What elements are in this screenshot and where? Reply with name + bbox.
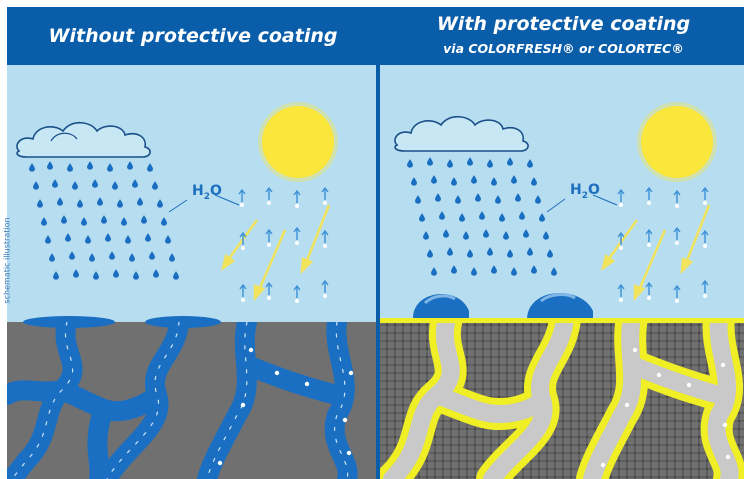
- cloud-icon: [394, 115, 529, 152]
- water-channels: [7, 322, 358, 479]
- sun-icon: [641, 106, 713, 178]
- right-title: With protective coating: [436, 13, 691, 35]
- side-note: schematic illustration: [2, 217, 12, 304]
- coated-substrate: [380, 318, 744, 479]
- header-right: With protective coating via COLORFRESH® …: [383, 7, 744, 65]
- right-panel: [380, 65, 744, 479]
- header-left: Without protective coating: [7, 7, 379, 65]
- left-panel: [7, 65, 376, 479]
- left-sky: [7, 65, 376, 322]
- right-sky: [380, 65, 744, 318]
- illustration: [7, 65, 744, 479]
- right-subtitle: via COLORFRESH® or COLORTEC®: [443, 41, 684, 56]
- vapor-arrow-icon: [617, 186, 709, 298]
- panel-divider: [376, 65, 380, 479]
- h2o-label-left: H2O: [192, 183, 222, 202]
- left-title: Without protective coating: [48, 25, 338, 47]
- cloud-icon: [16, 121, 151, 158]
- sun-icon: [262, 106, 334, 178]
- vapor-arrow-icon: [238, 186, 329, 298]
- header-bar: Without protective coating With protecti…: [7, 7, 744, 65]
- sunray-arrow-icon: [600, 204, 711, 302]
- sunray-arrow-icon: [220, 204, 331, 302]
- h2o-label-right: H2O: [570, 182, 600, 201]
